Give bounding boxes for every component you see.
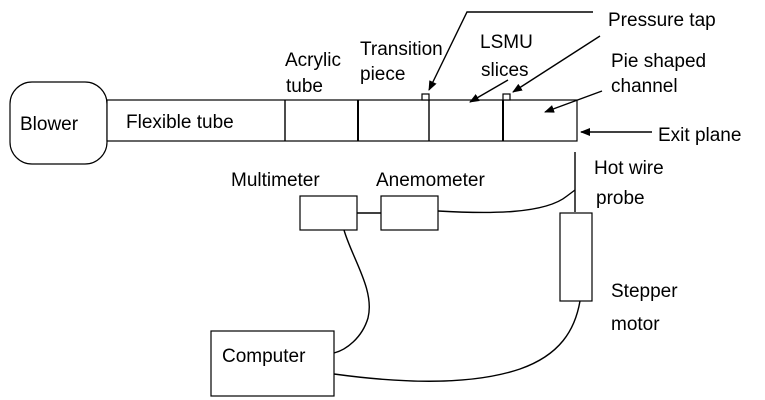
exit-plane-label: Exit plane: [658, 125, 741, 146]
lsmu-slices-arrow: [469, 79, 509, 103]
anemometer-probe-cable: [437, 189, 576, 214]
stepper-motor-label-line2: motor: [611, 314, 660, 335]
flexible-tube-label: Flexible tube: [126, 112, 234, 133]
multimeter-label: Multimeter: [231, 170, 320, 191]
pressure-tap-label: Pressure tap: [608, 10, 716, 31]
anemometer-box: [380, 195, 439, 231]
pressure-tap-1: [421, 93, 430, 101]
pressure-tap-2: [502, 93, 511, 101]
lsmu-slices-label-line2: slices: [481, 60, 529, 81]
anemometer-label: Anemometer: [376, 170, 485, 191]
computer-box: [210, 330, 335, 397]
stepper-motor-box: [559, 212, 593, 302]
hot-wire-probe-label-line1: Hot wire: [594, 158, 664, 179]
stepper-motor-label-line1: Stepper: [611, 281, 678, 302]
stepper-computer-cable: [333, 300, 581, 382]
pie-channel-label-line2: channel: [611, 76, 678, 97]
pressure-tap-leader-diagonal: [512, 35, 601, 93]
computer-label: Computer: [222, 346, 306, 367]
acrylic-tube-label-line2: tube: [286, 76, 323, 97]
hot-wire-probe-label-line2: probe: [596, 188, 645, 209]
pie-channel-label-line1: Pie shaped: [611, 51, 706, 72]
pie-channel-pointer: [544, 90, 603, 113]
transition-piece-label-line1: Transition: [360, 39, 443, 60]
blower-label: Blower: [20, 114, 79, 135]
multimeter-computer-cable: [333, 229, 370, 354]
pressure-tap-leader-horizontal: [428, 11, 593, 91]
multimeter-box: [299, 195, 358, 231]
transition-piece-label-line2: piece: [360, 64, 405, 85]
duct-outline: [106, 99, 578, 142]
lsmu-slices-label-line1: LSMU: [480, 32, 533, 53]
acrylic-tube-label-line1: Acrylic: [285, 50, 341, 71]
